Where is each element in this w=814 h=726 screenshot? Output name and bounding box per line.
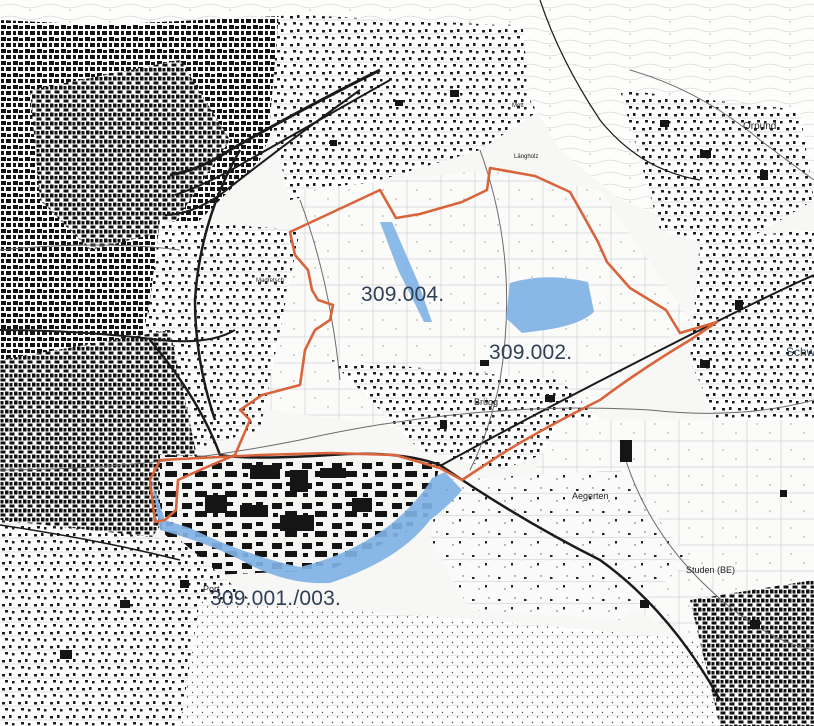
zone-label-309-004: 309.004. [361, 283, 445, 306]
place-label-aegerten: Aegerten [572, 491, 609, 501]
place-label-studen: Studen (BE) [686, 565, 736, 575]
place-label-madretsch: Madretsch [256, 278, 285, 284]
place-label-brugg: Brügg [474, 397, 499, 407]
place-label-mett: Mett [512, 103, 524, 109]
place-label-lasseren: Längholz [514, 154, 539, 160]
place-label-orpund: Orpund [743, 121, 777, 132]
zone-309-001-003-area [152, 472, 462, 584]
place-label-port: Port [203, 584, 220, 594]
zone-309-002-area [506, 277, 594, 333]
place-label-schwa: Schwa [786, 345, 814, 359]
zone-label-309-001-003: 309.001./003. [210, 587, 342, 610]
zone-309-004-area [380, 222, 432, 322]
zone-label-309-002: 309.002. [489, 341, 573, 364]
perimeter-outline [148, 166, 719, 524]
